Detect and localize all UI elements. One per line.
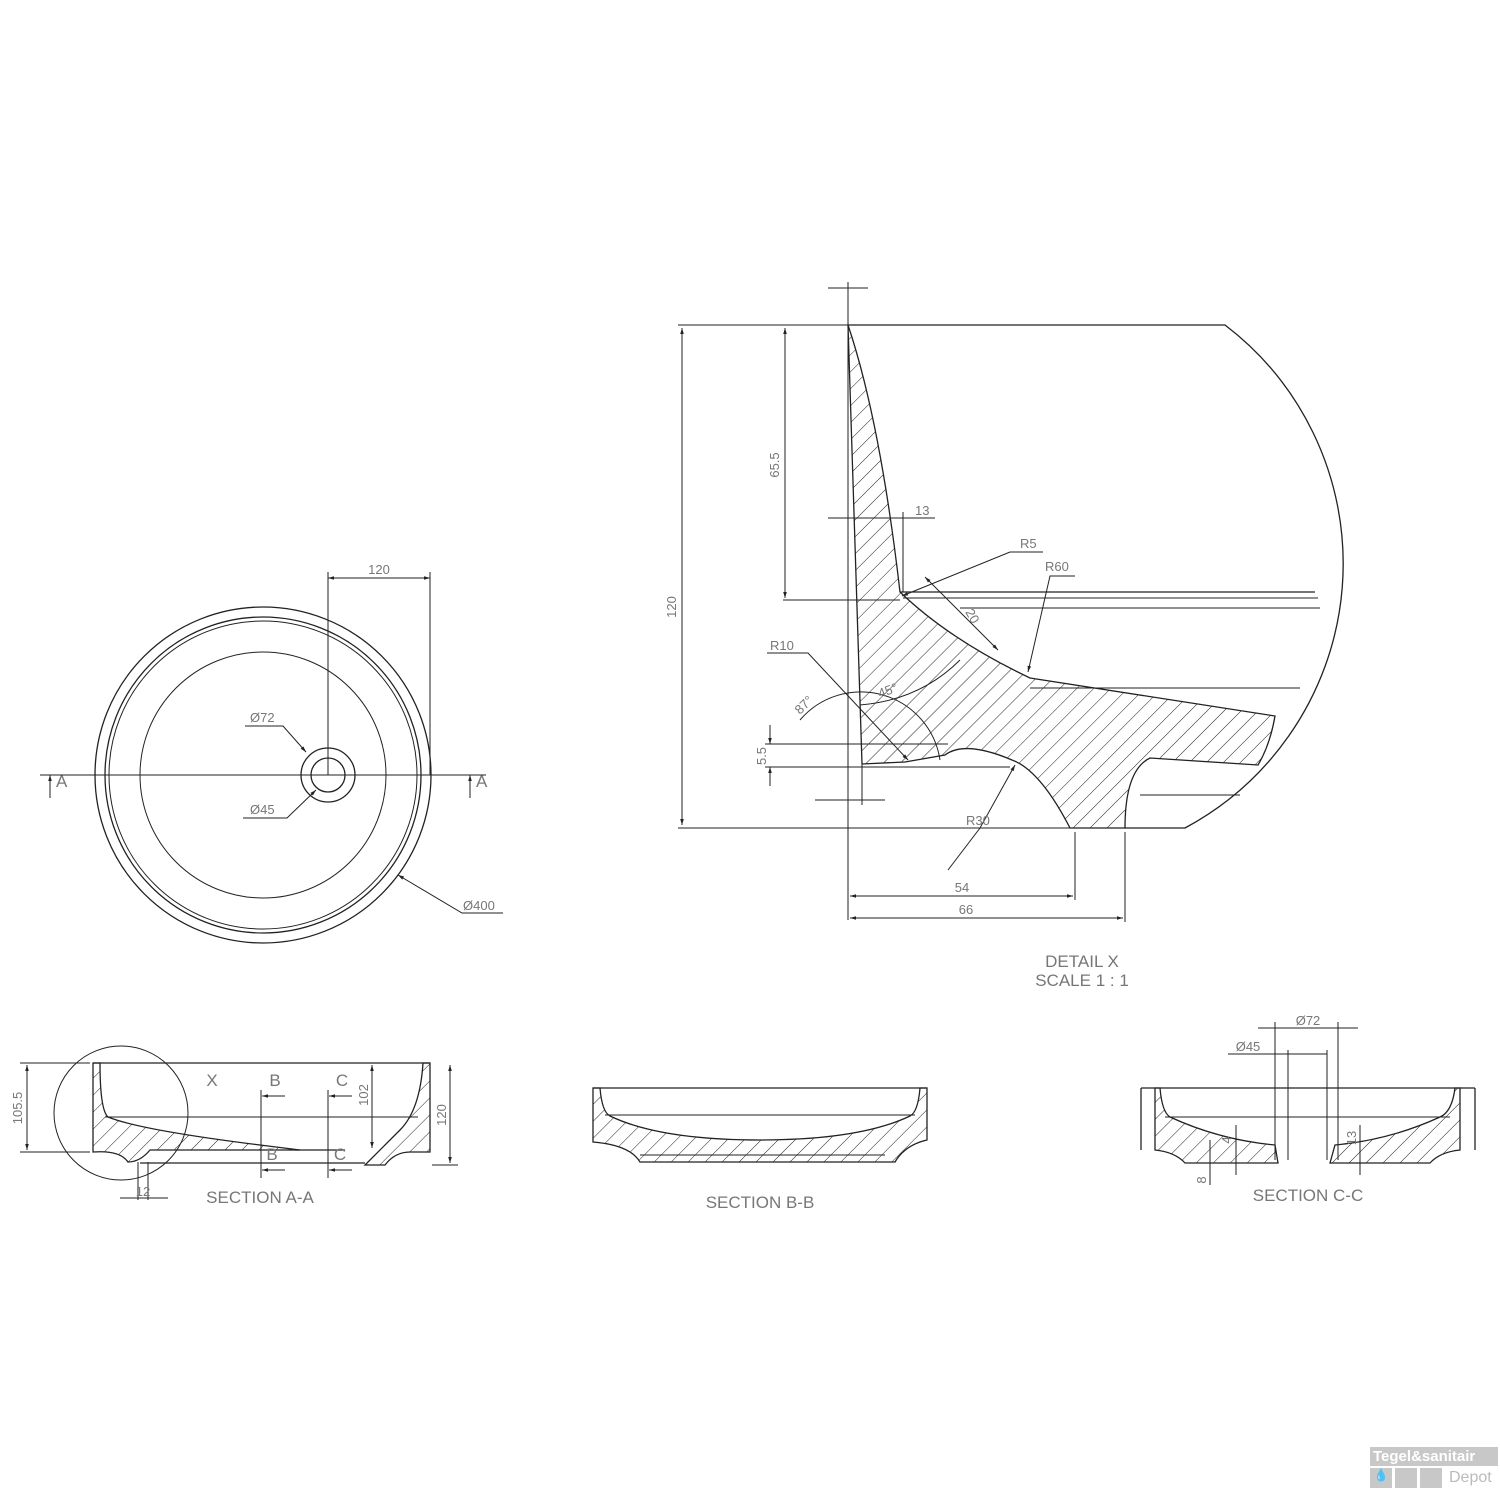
section-a-a: 105.5 102 120 12 X B C B C SECTION A-A bbox=[10, 1045, 458, 1207]
radius-r60: R60 bbox=[1045, 559, 1069, 574]
dim-66: 66 bbox=[959, 902, 973, 917]
dim-5-5: 5.5 bbox=[754, 747, 769, 765]
angle-45: 45° bbox=[876, 680, 900, 701]
logo-sub: Depot bbox=[1449, 1469, 1492, 1486]
dim-cc-45: Ø45 bbox=[1236, 1039, 1261, 1054]
radius-r30: R30 bbox=[966, 813, 990, 828]
section-c-title: SECTION C-C bbox=[1253, 1186, 1364, 1205]
logo-tile bbox=[1395, 1468, 1417, 1488]
dim-offset: 120 bbox=[368, 562, 390, 577]
dim-cc-8: 8 bbox=[1194, 1176, 1209, 1183]
section-c-c: Ø72 Ø45 4 8 13 SECTION C-C bbox=[1140, 1013, 1476, 1205]
dim-12: 12 bbox=[136, 1184, 150, 1199]
dim-height: 120 bbox=[664, 596, 679, 618]
detail-circle-x bbox=[53, 1045, 189, 1181]
dim-depth: 65.5 bbox=[767, 452, 782, 477]
detail-title: DETAIL X bbox=[1045, 952, 1119, 971]
dim-102: 102 bbox=[356, 1084, 371, 1106]
radius-r5: R5 bbox=[1020, 536, 1037, 551]
dim-cc-4: 4 bbox=[1219, 1136, 1234, 1143]
section-b-title: SECTION B-B bbox=[706, 1193, 815, 1212]
dim-wall: 13 bbox=[915, 503, 929, 518]
dim-diameter: Ø400 bbox=[463, 898, 495, 913]
angle-87: 87° bbox=[792, 693, 817, 718]
mark-x: X bbox=[206, 1071, 217, 1090]
section-mark-left: A bbox=[56, 772, 68, 791]
dim-105-5: 105.5 bbox=[10, 1092, 25, 1125]
dim-54: 54 bbox=[955, 880, 969, 895]
mark-b: B bbox=[269, 1071, 280, 1090]
brand-logo: Tegel&sanitair 💧 Depot bbox=[1370, 1447, 1498, 1488]
dim-120: 120 bbox=[434, 1104, 449, 1126]
mark-b-bottom: B bbox=[266, 1145, 277, 1164]
dim-outer-dia: Ø72 bbox=[250, 710, 275, 725]
mark-c-bottom: C bbox=[334, 1145, 346, 1164]
section-b-b: SECTION B-B bbox=[592, 1087, 928, 1212]
dim-cc-72: Ø72 bbox=[1296, 1013, 1321, 1028]
detail-scale: SCALE 1 : 1 bbox=[1035, 971, 1129, 990]
detail-x: 120 65.5 13 R5 R60 20 R10 87° 45° 5.5 R3… bbox=[664, 282, 1344, 990]
drop-icon: 💧 bbox=[1370, 1468, 1392, 1488]
logo-brand: Tegel&sanitair bbox=[1370, 1447, 1498, 1466]
section-mark-right: A bbox=[476, 772, 488, 791]
dim-20: 20 bbox=[962, 606, 982, 626]
section-a-title: SECTION A-A bbox=[206, 1188, 314, 1207]
plan-view: A A 120 Ø72 Ø45 Ø400 bbox=[40, 562, 503, 944]
dim-inner-dia: Ø45 bbox=[250, 802, 275, 817]
radius-r10: R10 bbox=[770, 638, 794, 653]
mark-c: C bbox=[336, 1071, 348, 1090]
dim-cc-13: 13 bbox=[1344, 1131, 1359, 1145]
logo-tile bbox=[1420, 1468, 1442, 1488]
